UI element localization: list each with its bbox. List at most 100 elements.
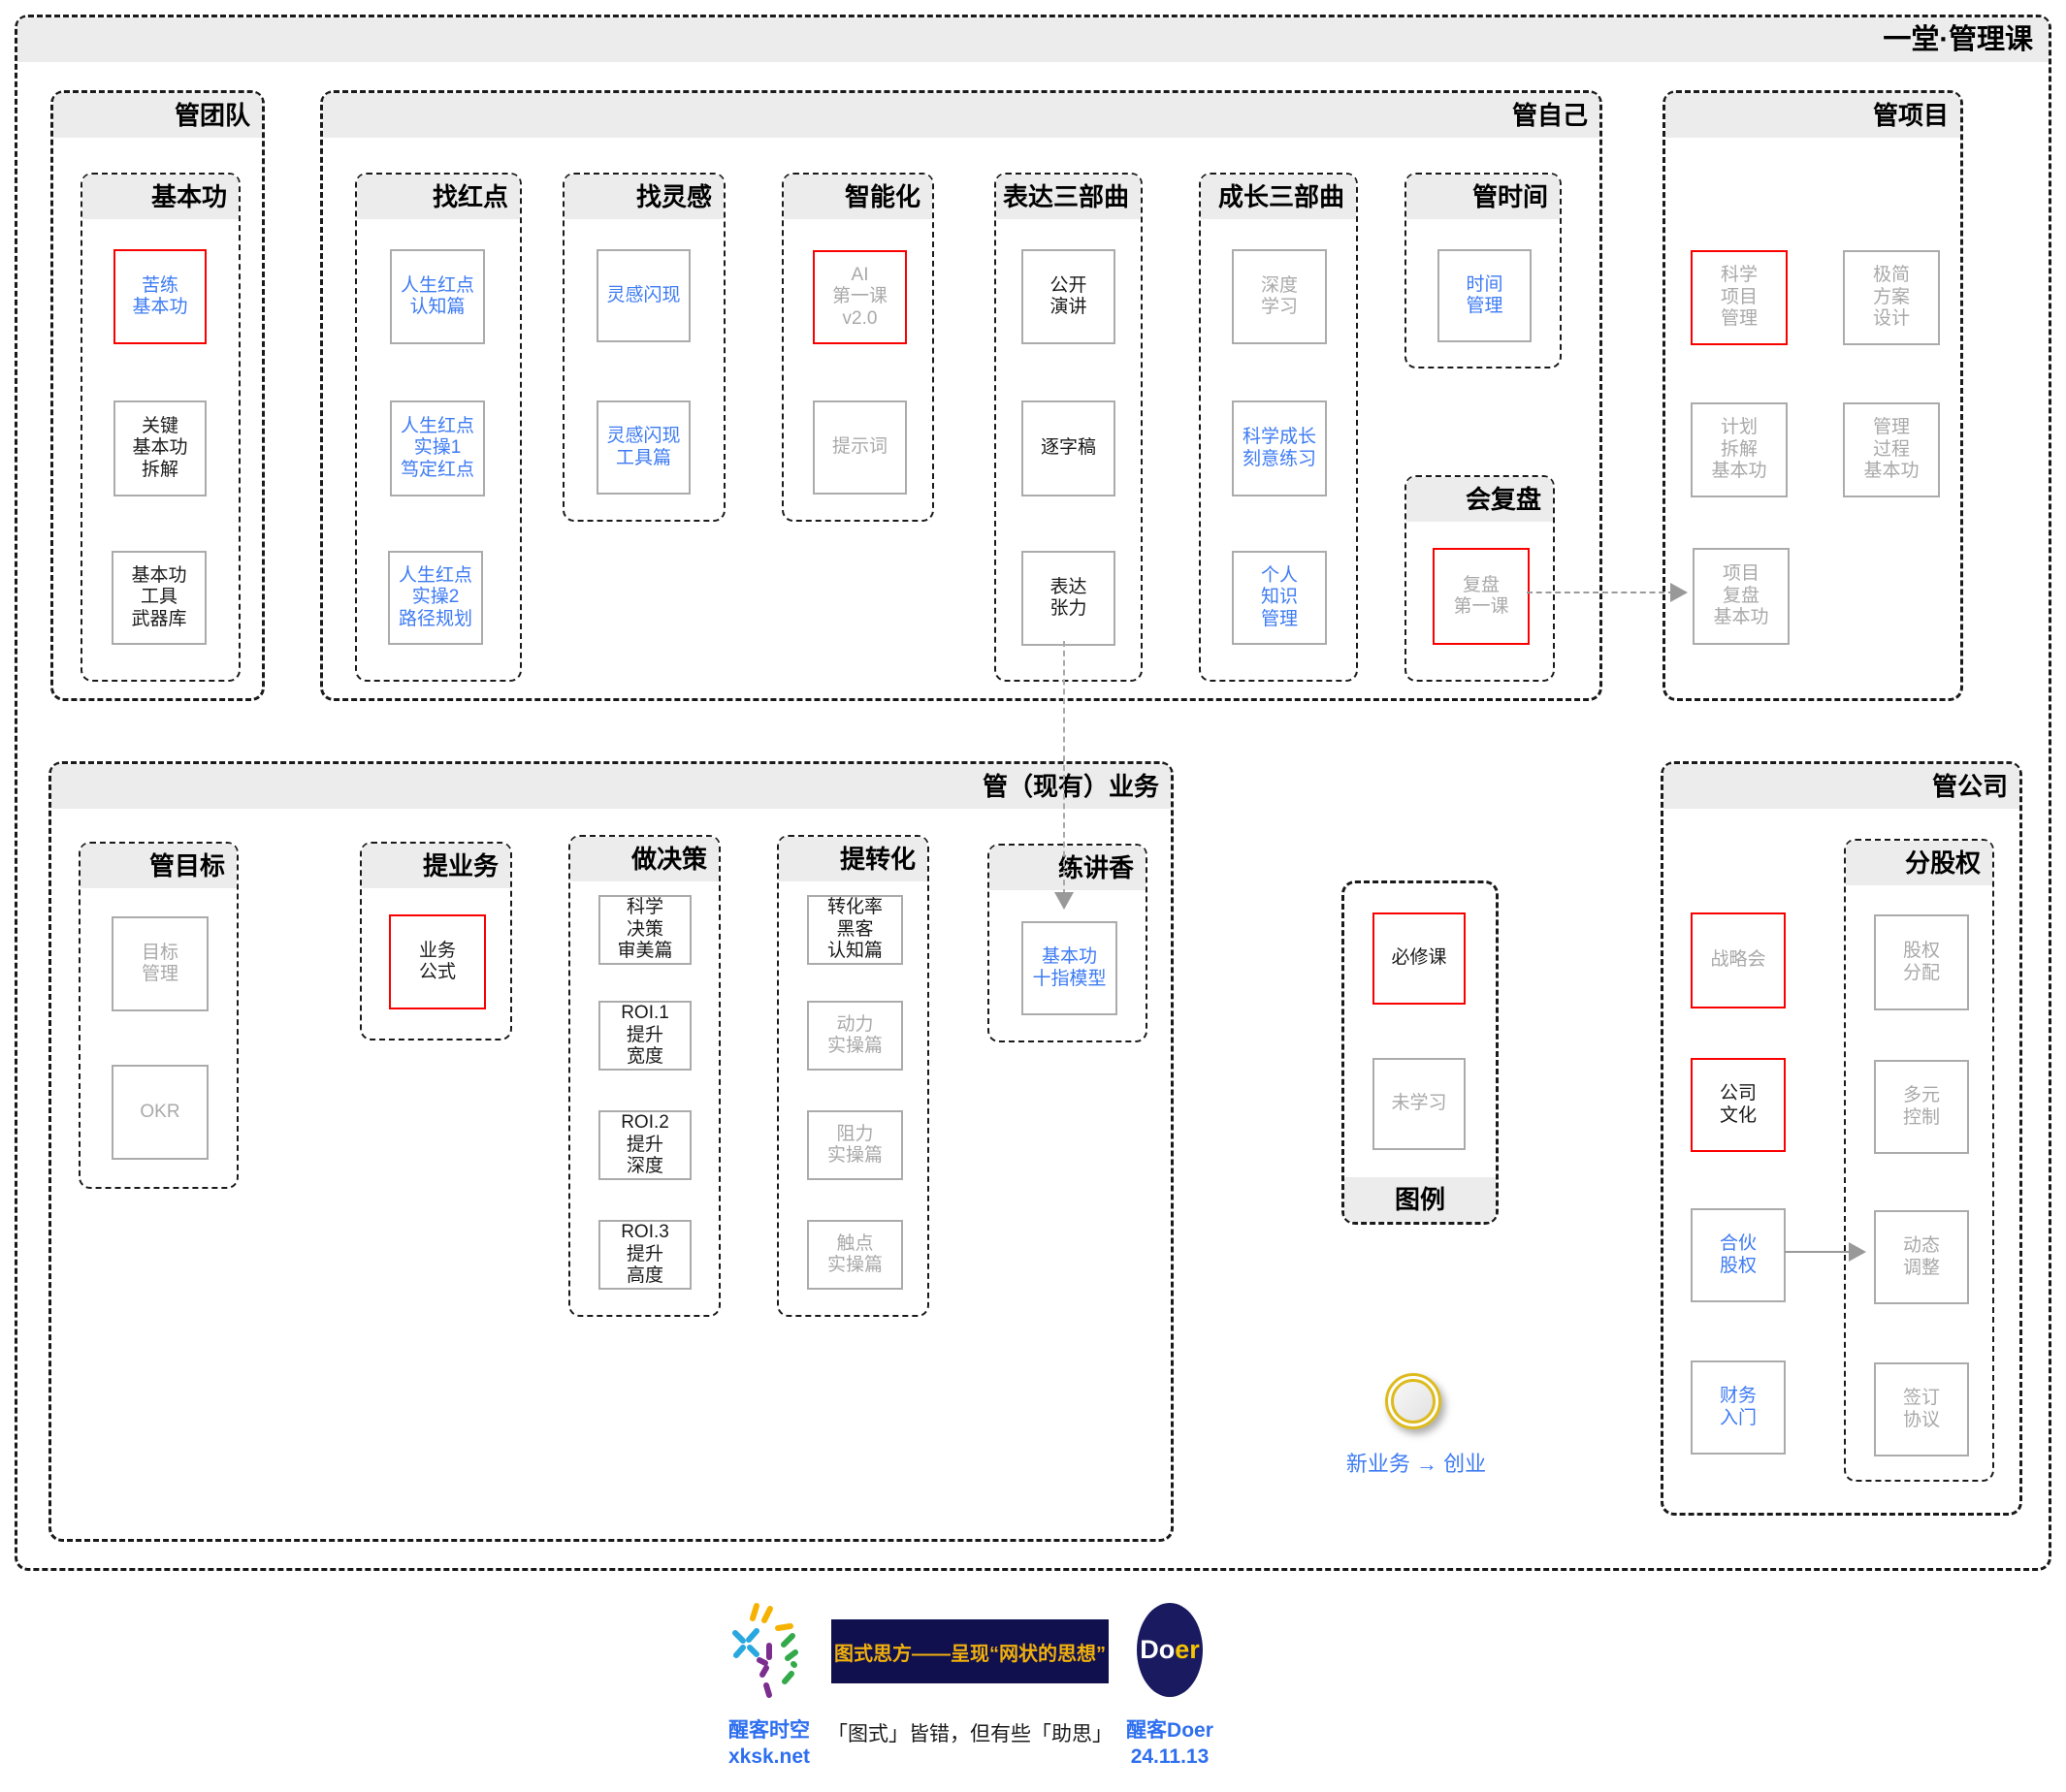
course-item: AI 第一课 v2.0 [813, 250, 907, 344]
arrow-head-down-icon [1054, 892, 1074, 910]
arrow-partner-to-dynamic [1785, 1251, 1853, 1253]
group-ai: 智能化 AI 第一课 v2.0 提示词 [782, 173, 934, 522]
new-business-icon-inner [1391, 1379, 1436, 1424]
panel-manage-company: 管公司 战略会 公司 文化 合伙 股权 财务 入门 分股权 股权 分配 多元 控… [1661, 761, 2022, 1516]
panel-manage-team-title: 管团队 [53, 93, 262, 138]
doer-logo-er: er [1175, 1635, 1200, 1664]
doer-logo-do: Do [1140, 1635, 1176, 1664]
arrow-head-right-icon [1849, 1242, 1866, 1262]
course-item: 合伙 股权 [1691, 1208, 1786, 1302]
legend-unlearned: 未学习 [1372, 1058, 1466, 1150]
course-item: 表达 张力 [1021, 551, 1115, 646]
slogan-banner: 图式思方——呈现“网状的思想” [831, 1619, 1109, 1683]
new-business-note: 新业务 → 创业 [1345, 1452, 1487, 1476]
group-manage-goal-title: 管目标 [81, 844, 237, 888]
course-item: 动力 实操篇 [807, 1001, 903, 1071]
course-item: 科学成长 刻意练习 [1232, 400, 1327, 496]
group-split-equity: 分股权 股权 分配 多元 控制 动态 调整 签订 协议 [1844, 839, 1994, 1482]
group-manage-time-title: 管时间 [1406, 175, 1560, 219]
course-item: 公司 文化 [1691, 1058, 1786, 1152]
course-item: 项目 复盘 基本功 [1693, 548, 1790, 645]
group-find-inspiration-title: 找灵感 [565, 175, 724, 219]
course-item: 极简 方案 设计 [1843, 250, 1940, 345]
course-item: 动态 调整 [1874, 1210, 1969, 1304]
group-practice-speech-title: 练讲香 [989, 846, 1146, 890]
group-find-inspiration: 找灵感 灵感闪现 灵感闪现 工具篇 [563, 173, 726, 522]
course-item: 人生红点 实操1 笃定红点 [390, 400, 485, 496]
course-item: 转化率 黑客 认知篇 [807, 895, 903, 965]
arrow-expression-to-speech [1063, 641, 1065, 895]
footer-left-name: 醒客时空 [728, 1719, 810, 1742]
group-find-hotspot: 找红点 人生红点 认知篇 人生红点 实操1 笃定红点 人生红点 实操2 路径规划 [355, 173, 522, 682]
legend-title: 图例 [1344, 1177, 1496, 1222]
group-growth-trilogy-title: 成长三部曲 [1201, 175, 1356, 219]
group-manage-goal: 管目标 目标 管理 OKR [79, 842, 239, 1189]
course-item: 逐字稿 [1021, 400, 1115, 496]
course-item: 财务 入门 [1691, 1360, 1786, 1455]
footer-left-site: xksk.net [727, 1745, 811, 1768]
group-propose-business-title: 提业务 [362, 844, 510, 888]
course-item: 多元 控制 [1874, 1060, 1969, 1154]
footer-right-name: 醒客Doer [1126, 1719, 1213, 1742]
group-find-hotspot-title: 找红点 [357, 175, 520, 219]
legend-required: 必修课 [1372, 912, 1466, 1005]
group-expression-trilogy-title: 表达三部曲 [996, 175, 1141, 219]
course-item: 计划 拆解 基本功 [1691, 402, 1788, 497]
course-item: 战略会 [1691, 912, 1786, 1008]
course-item: 管理 过程 基本功 [1843, 402, 1940, 497]
course-item: 个人 知识 管理 [1232, 551, 1327, 645]
course-item: 人生红点 实操2 路径规划 [388, 551, 483, 645]
course-item: 时间 管理 [1437, 249, 1532, 342]
legend: 必修课 未学习 图例 [1341, 880, 1499, 1225]
group-propose-business: 提业务 业务 公式 [360, 842, 512, 1040]
footer-motto: 「图式」皆错，但有些「助思」 [827, 1722, 1113, 1745]
course-item: 基本功 十指模型 [1021, 921, 1117, 1015]
group-basics: 基本功 苦练 基本功 关键 基本功 拆解 基本功 工具 武器库 [81, 173, 241, 682]
course-item: 科学 决策 审美篇 [598, 895, 692, 965]
course-item: 科学 项目 管理 [1691, 250, 1788, 345]
panel-manage-business-title: 管（现有）业务 [51, 764, 1171, 809]
course-title: 一堂·管理课 [17, 17, 2049, 62]
xksk-logo-icon [732, 1603, 798, 1698]
course-item: 深度 学习 [1232, 249, 1327, 344]
course-item: 灵感闪现 工具篇 [597, 400, 691, 495]
course-item: 复盘 第一课 [1433, 548, 1530, 645]
course-item: 股权 分配 [1874, 914, 1969, 1010]
panel-manage-team: 管团队 基本功 苦练 基本功 关键 基本功 拆解 基本功 工具 武器库 [50, 90, 265, 701]
course-item: 灵感闪现 [597, 249, 691, 342]
course-item: OKR [112, 1065, 209, 1160]
course-item: 签订 协议 [1874, 1362, 1969, 1456]
group-review: 会复盘 复盘 第一课 [1404, 475, 1555, 682]
group-boost-conversion-title: 提转化 [779, 837, 927, 881]
panel-manage-self-title: 管自己 [323, 93, 1599, 138]
panel-manage-company-title: 管公司 [1663, 764, 2019, 809]
course-item: ROI.2 提升 深度 [598, 1110, 692, 1180]
group-split-equity-title: 分股权 [1846, 841, 1992, 885]
footer-right-date: 24.11.13 [1130, 1745, 1210, 1768]
group-practice-speech: 练讲香 基本功 十指模型 [987, 844, 1147, 1042]
group-make-decision-title: 做决策 [570, 837, 719, 881]
course-item: 人生红点 认知篇 [390, 249, 485, 344]
outer-frame: 一堂·管理课 [15, 15, 2051, 1571]
course-item: 基本功 工具 武器库 [112, 551, 207, 645]
group-ai-title: 智能化 [784, 175, 932, 219]
course-item: 公开 演讲 [1021, 249, 1115, 344]
group-growth-trilogy: 成长三部曲 深度 学习 科学成长 刻意练习 个人 知识 管理 [1199, 173, 1358, 682]
group-basics-title: 基本功 [82, 175, 239, 219]
panel-manage-project: 管项目 科学 项目 管理 极简 方案 设计 计划 拆解 基本功 管理 过程 基本… [1662, 90, 1963, 701]
new-business-icon [1385, 1373, 1441, 1429]
group-review-title: 会复盘 [1406, 477, 1553, 522]
course-item: 提示词 [813, 400, 907, 495]
course-item: 关键 基本功 拆解 [113, 400, 207, 496]
arrow-head-right-icon [1670, 583, 1688, 602]
course-item: 触点 实操篇 [807, 1220, 903, 1290]
course-item: ROI.1 提升 宽度 [598, 1001, 692, 1071]
course-item: 目标 管理 [112, 916, 209, 1011]
course-item: 业务 公式 [389, 914, 486, 1009]
course-item: 苦练 基本功 [113, 249, 207, 344]
group-manage-time: 管时间 时间 管理 [1404, 173, 1562, 368]
course-item: 阻力 实操篇 [807, 1110, 903, 1180]
group-boost-conversion: 提转化 转化率 黑客 认知篇 动力 实操篇 阻力 实操篇 触点 实操篇 [777, 835, 929, 1317]
